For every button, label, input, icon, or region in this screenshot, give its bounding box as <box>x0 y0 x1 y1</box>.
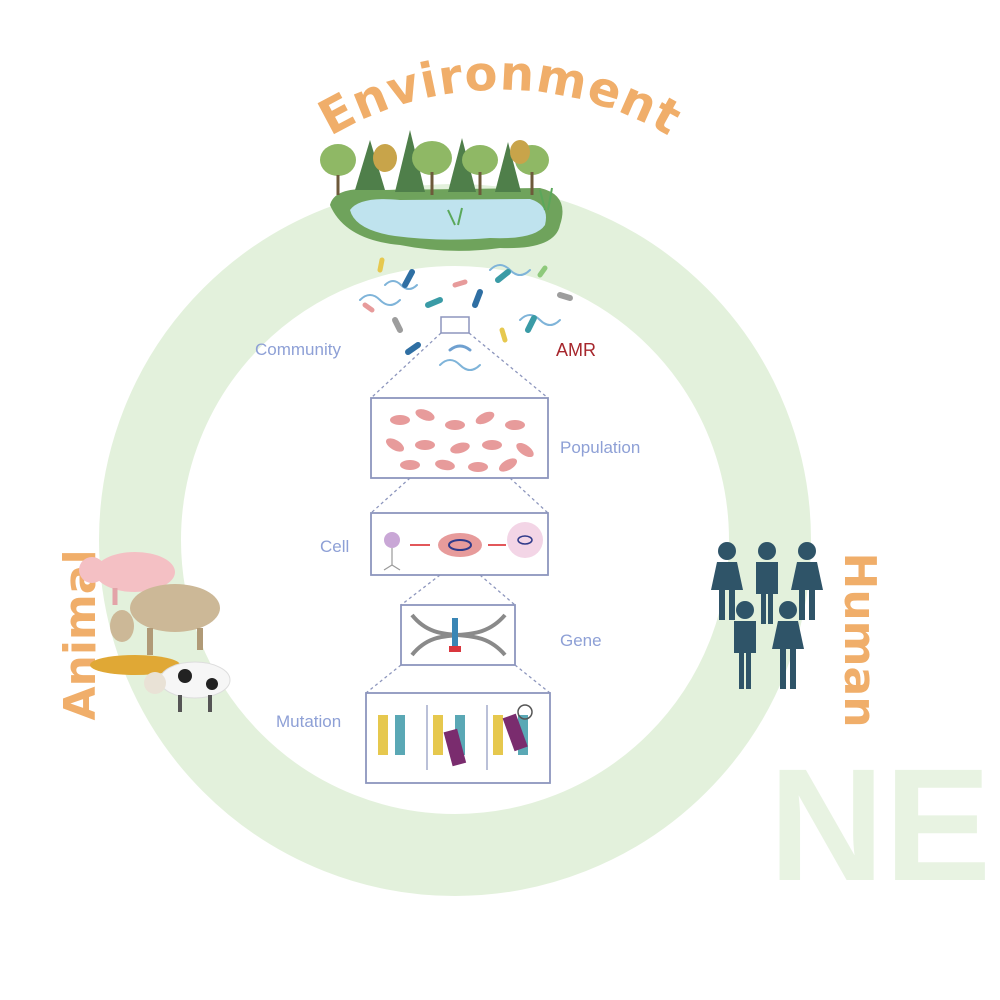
human-label: Human <box>834 552 885 727</box>
population-box <box>370 397 549 479</box>
zoom-guides <box>365 332 551 694</box>
amr-label: AMR <box>556 340 596 360</box>
people-group-icon <box>711 542 823 689</box>
mutation-box <box>365 692 551 784</box>
community-label: Community <box>255 340 341 359</box>
gene-box <box>400 604 516 666</box>
population-label: Population <box>560 438 640 457</box>
bacteria-community <box>359 257 573 371</box>
mutation-label: Mutation <box>276 712 341 731</box>
cell-label: Cell <box>320 537 349 556</box>
livestock-icon <box>79 552 231 712</box>
cell-box <box>370 512 549 576</box>
forest-pond-icon <box>320 130 563 251</box>
environment-label: Environment <box>309 45 690 147</box>
watermark-text: NE <box>769 735 991 914</box>
gene-label: Gene <box>560 631 602 650</box>
